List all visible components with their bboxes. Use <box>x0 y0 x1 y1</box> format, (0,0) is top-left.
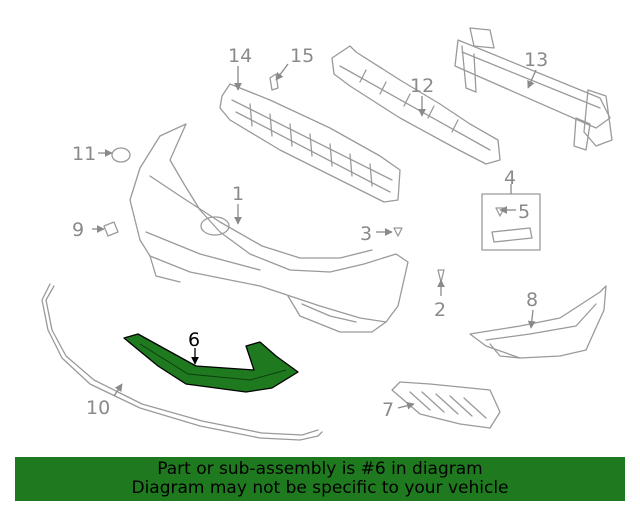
callout-4: 4 <box>504 167 516 189</box>
clip-15 <box>269 73 279 91</box>
info-banner: Part or sub-assembly is #6 in diagram Di… <box>15 457 625 501</box>
callout-14: 14 <box>228 45 252 67</box>
energy-absorber-12 <box>331 45 501 165</box>
bracket-9 <box>103 221 119 237</box>
banner-line-1: Part or sub-assembly is #6 in diagram <box>157 459 483 479</box>
callout-labels: 1 2 3 4 5 6 7 8 9 10 11 12 13 14 15 <box>72 45 548 421</box>
parts-diagram: 1 2 3 4 5 6 7 8 9 10 11 12 13 14 15 <box>41 27 613 441</box>
lower-grille-7 <box>391 381 501 429</box>
emblem-kit-4 <box>481 193 541 251</box>
callout-2: 2 <box>434 299 446 321</box>
lamp-bezel-8 <box>469 285 607 359</box>
screw-2 <box>437 269 445 283</box>
callout-15: 15 <box>290 45 314 67</box>
callout-6: 6 <box>188 329 200 351</box>
reinforcement-beam-13 <box>454 27 613 151</box>
grille-14 <box>219 83 401 203</box>
leader-lines <box>92 63 537 410</box>
callout-1: 1 <box>232 183 244 205</box>
callout-10: 10 <box>86 397 110 419</box>
callout-3: 3 <box>360 223 372 245</box>
fastener-3 <box>393 227 403 237</box>
callout-7: 7 <box>382 399 394 421</box>
plug-11 <box>111 147 131 163</box>
callout-13: 13 <box>524 49 548 71</box>
highlighted-part-6 <box>123 333 299 393</box>
callout-12: 12 <box>410 75 434 97</box>
bumper-cover-1 <box>129 123 409 333</box>
callout-5: 5 <box>518 201 530 223</box>
callout-9: 9 <box>72 219 84 241</box>
callout-11: 11 <box>72 143 96 165</box>
callout-8: 8 <box>526 289 538 311</box>
banner-line-2: Diagram may not be specific to your vehi… <box>131 478 509 498</box>
